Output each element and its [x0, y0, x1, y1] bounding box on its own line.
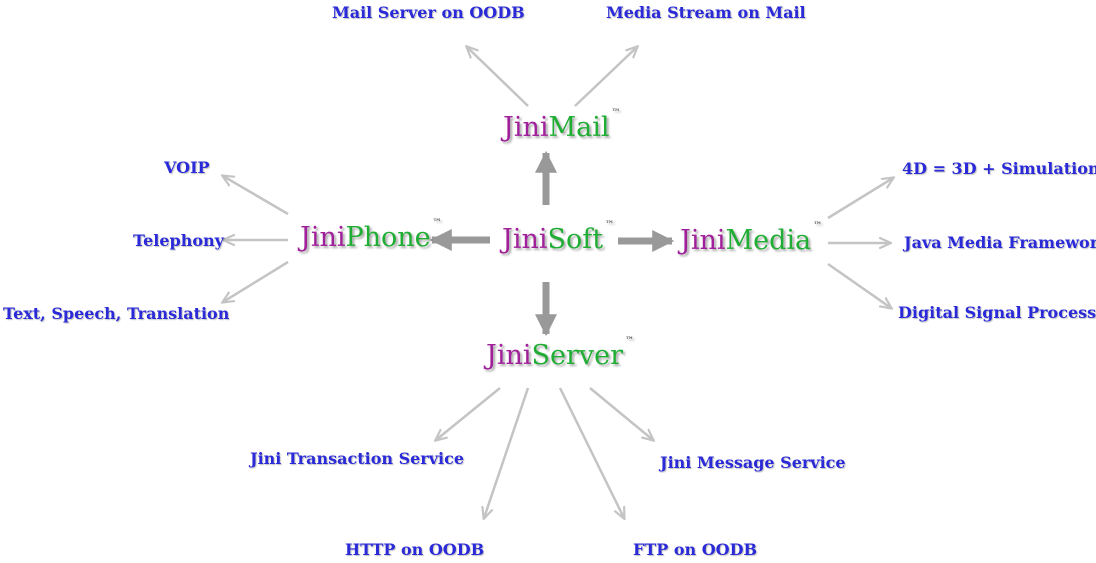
- trademark-mark: ™: [605, 220, 615, 230]
- hub-suffix: Server: [531, 340, 624, 371]
- label-4d-simulation: 4D = 3D + Simulation: [902, 159, 1096, 178]
- hub-prefix: Jini: [680, 225, 726, 256]
- arrow-phone-to-voip: [223, 176, 289, 216]
- arrow-media-to-4d: [827, 178, 893, 220]
- arrow-server-to-jinimsg: [589, 387, 653, 440]
- trademark-mark: ™: [813, 221, 823, 231]
- label-mail-server-oodb: Mail Server on OODB: [332, 3, 525, 22]
- label-jini-transaction-service: Jini Transaction Service: [250, 449, 465, 468]
- label-digital-signal-processing: Digital Signal Processing: [898, 303, 1096, 322]
- label-java-media-framework: Java Media Framework: [904, 233, 1096, 252]
- trademark-mark: ™: [611, 108, 621, 118]
- label-http-on-oodb: HTTP on OODB: [345, 540, 485, 559]
- trademark-mark: ™: [625, 336, 635, 346]
- arrow-phone-to-textspeech: [223, 260, 289, 302]
- arrow-server-to-http: [484, 387, 530, 518]
- hub-suffix: Mail: [548, 112, 610, 143]
- label-ftp-on-oodb: FTP on OODB: [633, 540, 758, 559]
- hub-prefix: Jini: [502, 224, 548, 255]
- label-media-stream-on-mail: Media Stream on Mail: [606, 3, 806, 22]
- hub-suffix: Media: [725, 225, 812, 256]
- trademark-mark: ™: [432, 218, 442, 228]
- label-voip: VOIP: [164, 158, 210, 177]
- arrow-server-to-ftp: [558, 387, 624, 518]
- hub-suffix: Soft: [547, 224, 604, 255]
- arrow-mail-to-mediastream: [574, 47, 637, 107]
- arrow-media-to-dsp: [827, 262, 891, 308]
- hub-suffix: Phone: [345, 222, 431, 253]
- label-jini-message-service: Jini Message Service: [660, 453, 846, 472]
- arrow-server-to-jinitx: [436, 387, 501, 440]
- hub-prefix: Jini: [486, 340, 532, 371]
- arrow-mail-to-mailserver: [467, 47, 529, 107]
- label-telephony: Telephony: [133, 231, 224, 250]
- hub-prefix: Jini: [300, 222, 346, 253]
- hub-prefix: Jini: [503, 112, 549, 143]
- label-text-speech-translation: Text, Speech, Translation: [3, 304, 230, 323]
